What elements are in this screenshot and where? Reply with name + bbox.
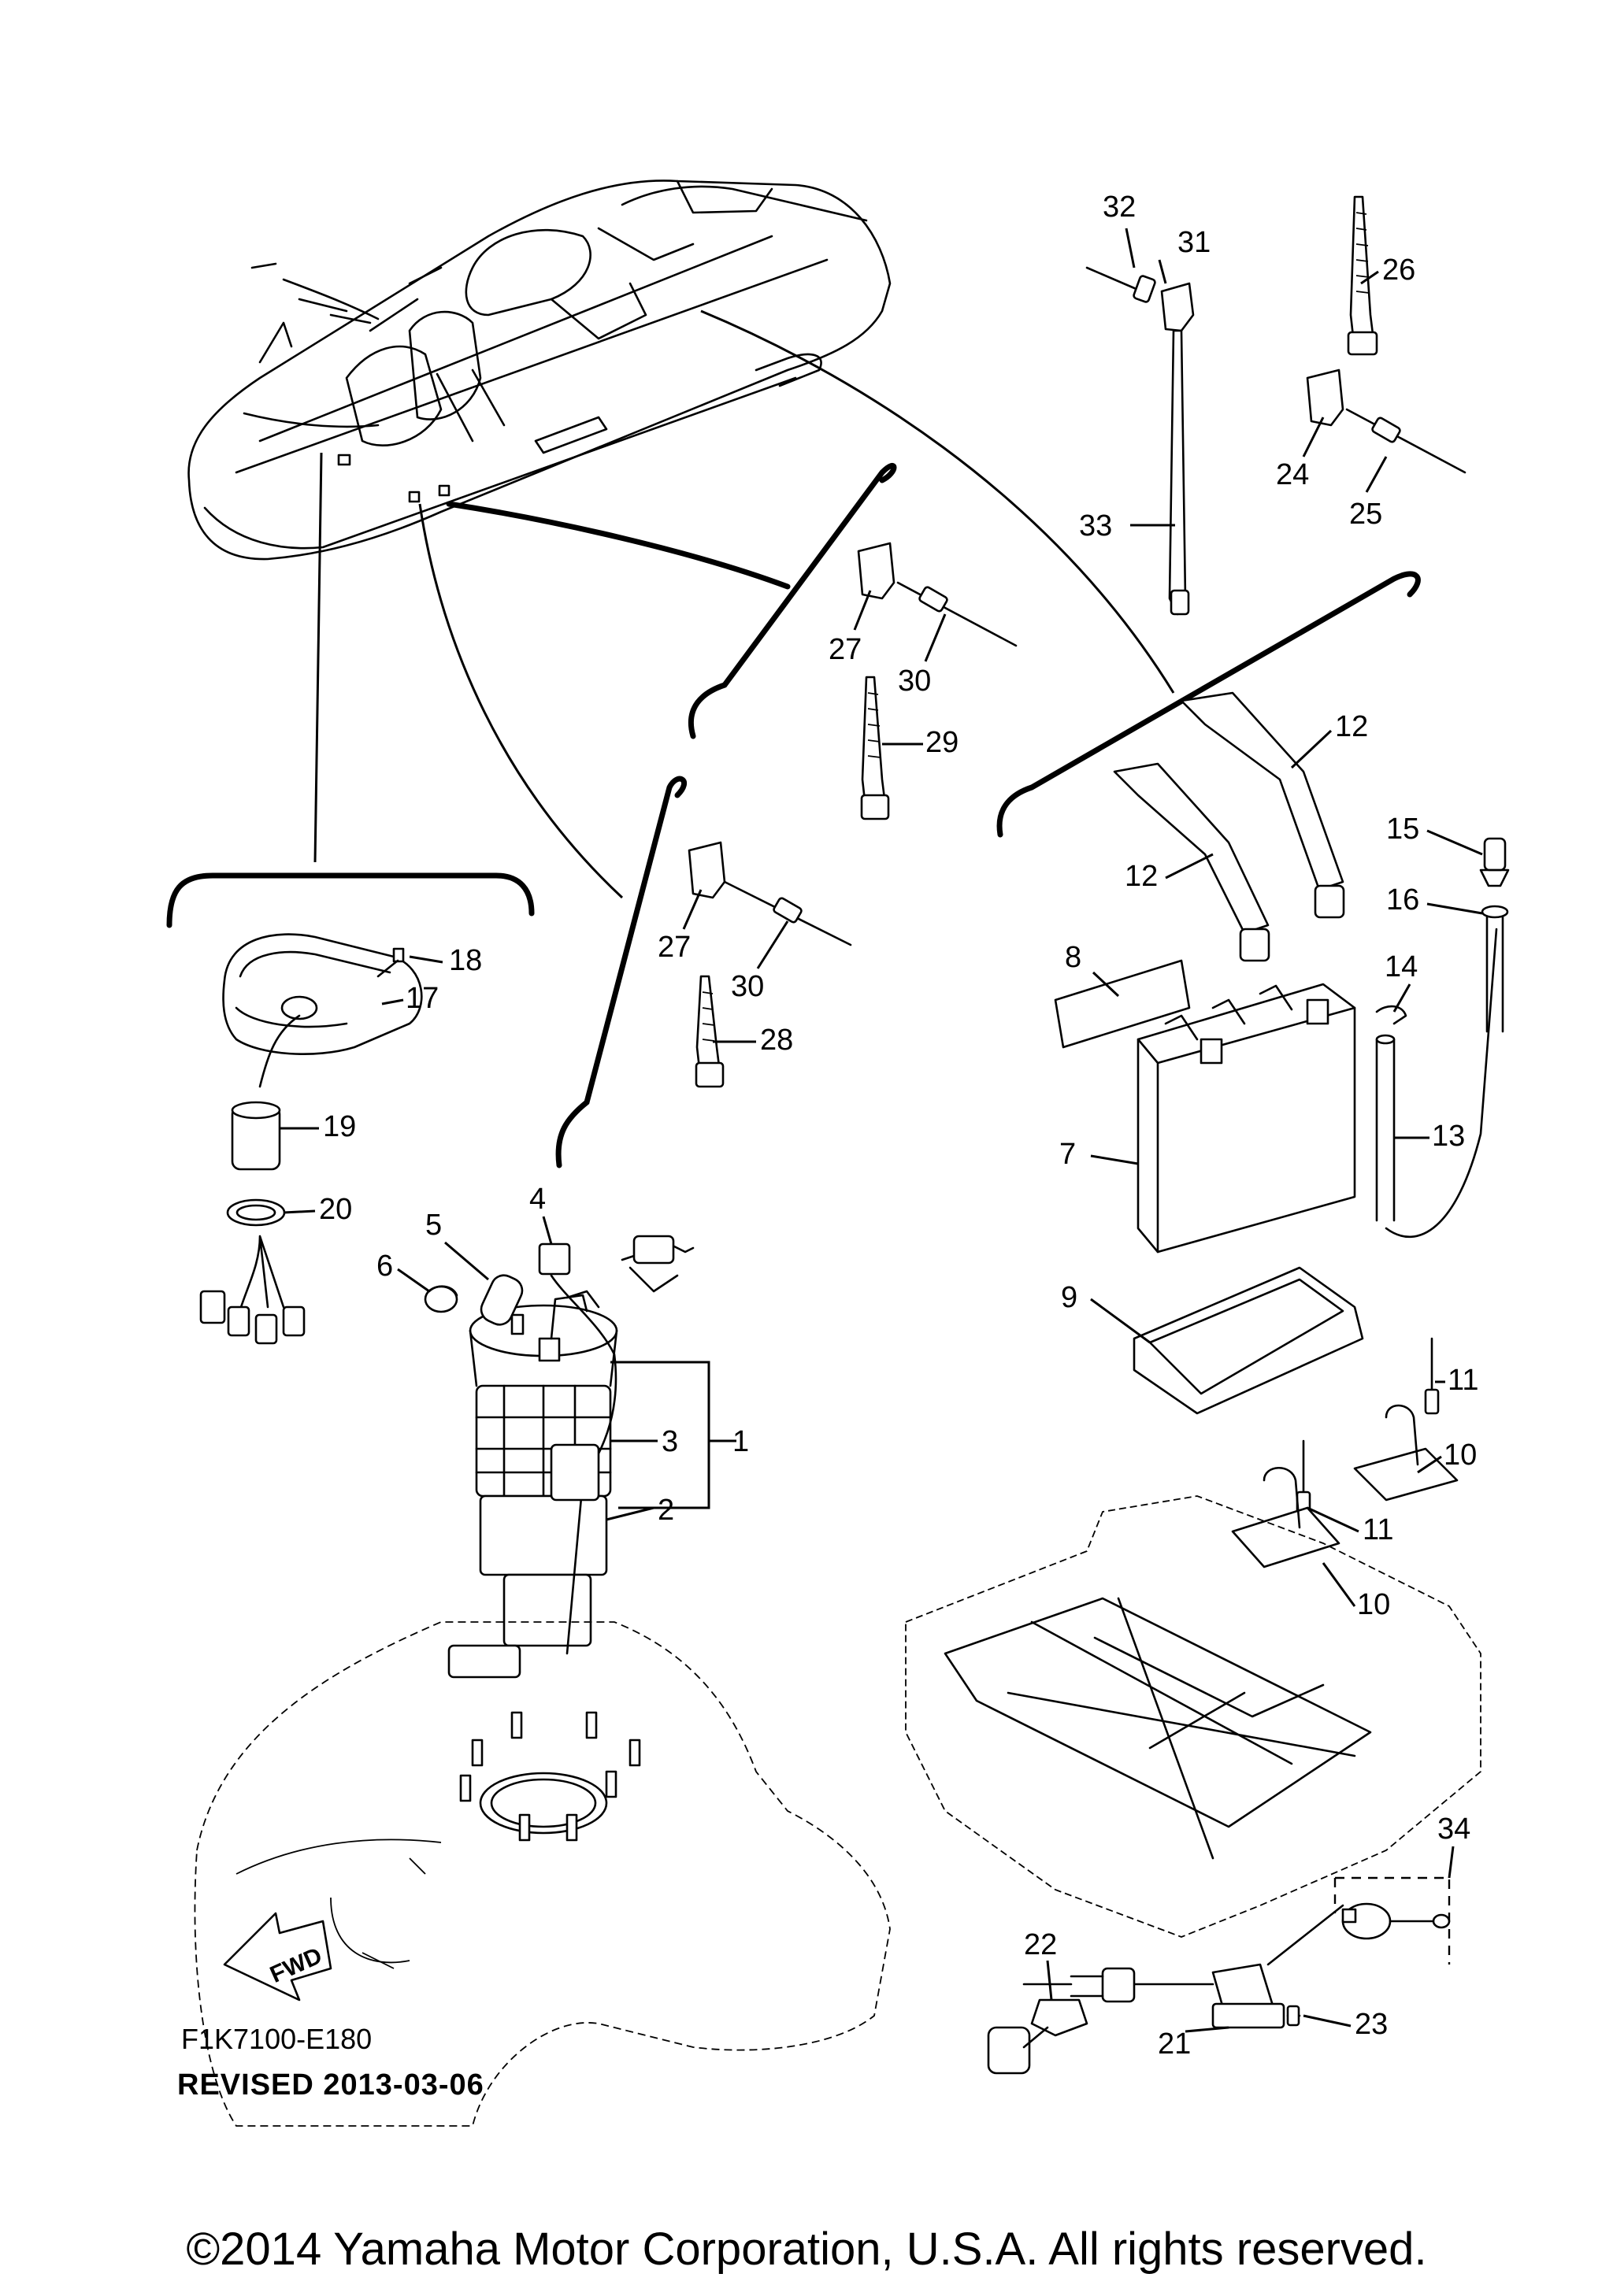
part-label-9: 9 bbox=[1061, 1281, 1077, 1314]
part-label-25: 25 bbox=[1349, 498, 1382, 531]
part-label-10b: 10 bbox=[1357, 1588, 1390, 1621]
part-label-2: 2 bbox=[658, 1494, 674, 1527]
part-label-16: 16 bbox=[1386, 883, 1419, 917]
battery-frame-base bbox=[905, 1495, 1481, 1938]
part-label-22: 22 bbox=[1024, 1928, 1057, 1961]
part-label-20: 20 bbox=[319, 1193, 352, 1226]
part-label-18: 18 bbox=[449, 944, 482, 977]
battery-group bbox=[1054, 691, 1510, 1568]
fuel-pump-assembly bbox=[447, 1274, 736, 1679]
part-label-28: 28 bbox=[760, 1024, 793, 1057]
part-label-1: 1 bbox=[732, 1425, 749, 1458]
revision-date: REVISED 2013-03-06 bbox=[177, 2068, 484, 2102]
part-label-7: 7 bbox=[1059, 1138, 1076, 1171]
part-label-33: 33 bbox=[1079, 509, 1112, 543]
part-label-14: 14 bbox=[1385, 950, 1418, 983]
part-label-12a: 12 bbox=[1335, 710, 1368, 743]
part-label-34: 34 bbox=[1437, 1813, 1470, 1846]
part-label-11b: 11 bbox=[1363, 1513, 1393, 1546]
part-label-11a: 11 bbox=[1448, 1364, 1478, 1397]
part-label-21: 21 bbox=[1158, 2028, 1191, 2061]
part-label-13: 13 bbox=[1432, 1120, 1465, 1153]
watercraft-hull-illustration bbox=[187, 180, 892, 561]
part-label-26: 26 bbox=[1382, 254, 1415, 287]
part-label-10a: 10 bbox=[1444, 1439, 1477, 1472]
part-label-29: 29 bbox=[925, 726, 959, 759]
part-label-32: 32 bbox=[1103, 191, 1136, 224]
clips-and-ties bbox=[688, 195, 1467, 1088]
copyright-notice: ©2014 Yamaha Motor Corporation, U.S.A. A… bbox=[186, 2224, 1426, 2275]
part-label-24: 24 bbox=[1276, 458, 1309, 491]
drawing-code: F1K7100-E180 bbox=[181, 2023, 372, 2055]
part-label-27a: 27 bbox=[829, 633, 862, 666]
part-label-12b: 12 bbox=[1125, 860, 1158, 893]
fuel-tank-base-illustration bbox=[194, 1621, 891, 2127]
part-label-4: 4 bbox=[529, 1183, 546, 1216]
fuel-hose-fittings bbox=[424, 1235, 695, 1326]
part-label-27b: 27 bbox=[658, 931, 691, 964]
sensor-group bbox=[987, 1876, 1451, 2075]
part-label-31: 31 bbox=[1177, 226, 1211, 259]
callout-brackets bbox=[166, 309, 1421, 1168]
part-label-30b: 30 bbox=[731, 970, 764, 1003]
part-label-17: 17 bbox=[406, 982, 439, 1015]
forward-direction-arrow: FWD bbox=[223, 1912, 332, 2002]
part-label-15: 15 bbox=[1386, 813, 1419, 846]
part-label-23: 23 bbox=[1355, 2008, 1388, 2041]
part-label-30a: 30 bbox=[898, 665, 931, 698]
part-label-19: 19 bbox=[323, 1110, 356, 1143]
label-leader-lines bbox=[280, 228, 1483, 2033]
inspection-cover-group bbox=[199, 933, 423, 1345]
part-label-6: 6 bbox=[376, 1250, 393, 1283]
part-label-5: 5 bbox=[425, 1209, 442, 1242]
part-label-8: 8 bbox=[1065, 941, 1081, 974]
part-label-3: 3 bbox=[662, 1425, 678, 1458]
tank-bolt-set bbox=[459, 1711, 641, 1842]
part-number-labels: 1 2 3 4 5 6 7 8 9 10 10 11 11 12 12 13 1… bbox=[319, 191, 1478, 2061]
